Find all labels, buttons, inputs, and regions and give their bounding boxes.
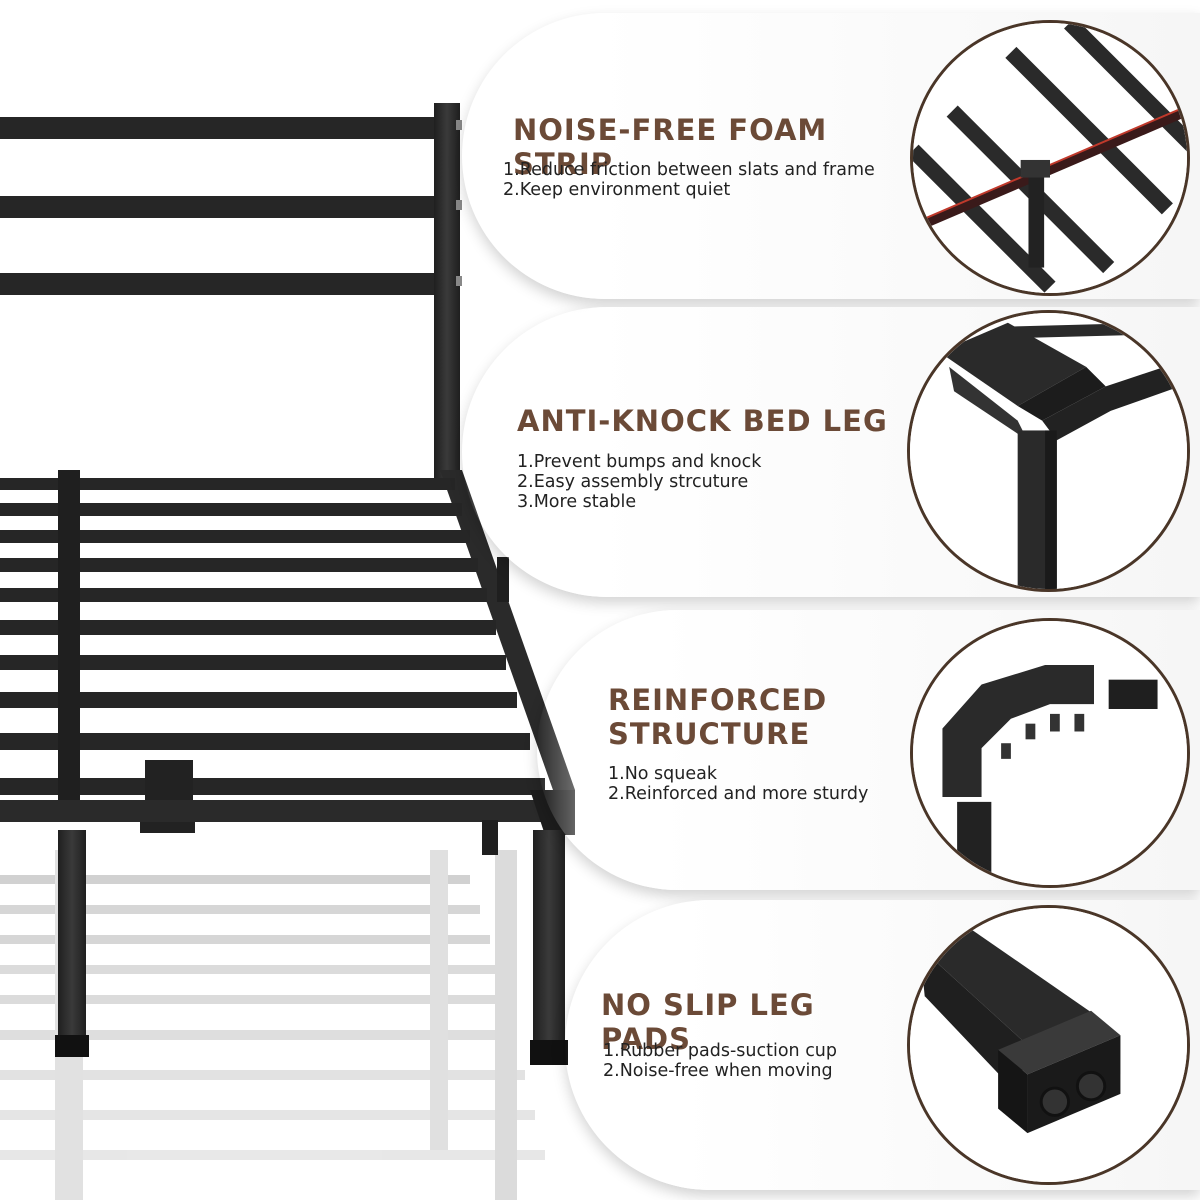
feature-title: REINFORCED STRUCTURE	[608, 683, 828, 751]
feature-point: 1.Reduce friction between slats and fram…	[503, 160, 875, 180]
reinforced-corner-detail-icon	[910, 618, 1190, 888]
feature-title: ANTI-KNOCK BED LEG	[517, 404, 888, 438]
feature-point: 1.No squeak	[608, 764, 717, 784]
feature-point: 2.Reinforced and more sturdy	[608, 784, 869, 804]
feature-point: 2.Easy assembly strcuture	[517, 472, 749, 492]
leg-pad-detail-icon	[907, 905, 1190, 1185]
feature-point: 2.Noise-free when moving	[603, 1061, 833, 1081]
feature-point: 1.Rubber pads-suction cup	[603, 1041, 838, 1061]
feature-points-list: 1.No squeak 2.Reinforced and more sturdy	[608, 764, 908, 804]
feature-points-list: 1.Rubber pads-suction cup 2.Noise-free w…	[603, 1041, 903, 1081]
feature-title: NOISE-FREE FOAM STRIP	[513, 113, 828, 181]
foam-strip-detail-icon	[910, 20, 1190, 296]
feature-point: 1.Prevent bumps and knock	[517, 452, 762, 472]
feature-point: 3.More stable	[517, 492, 637, 512]
anti-knock-leg-detail-icon	[907, 310, 1190, 592]
feature-title: NO SLIP LEG PADS	[601, 988, 815, 1056]
feature-points-list: 1.Prevent bumps and knock 2.Easy assembl…	[517, 452, 897, 512]
feature-points-list: 1.Reduce friction between slats and fram…	[503, 160, 913, 200]
feature-point: 2.Keep environment quiet	[503, 180, 731, 200]
